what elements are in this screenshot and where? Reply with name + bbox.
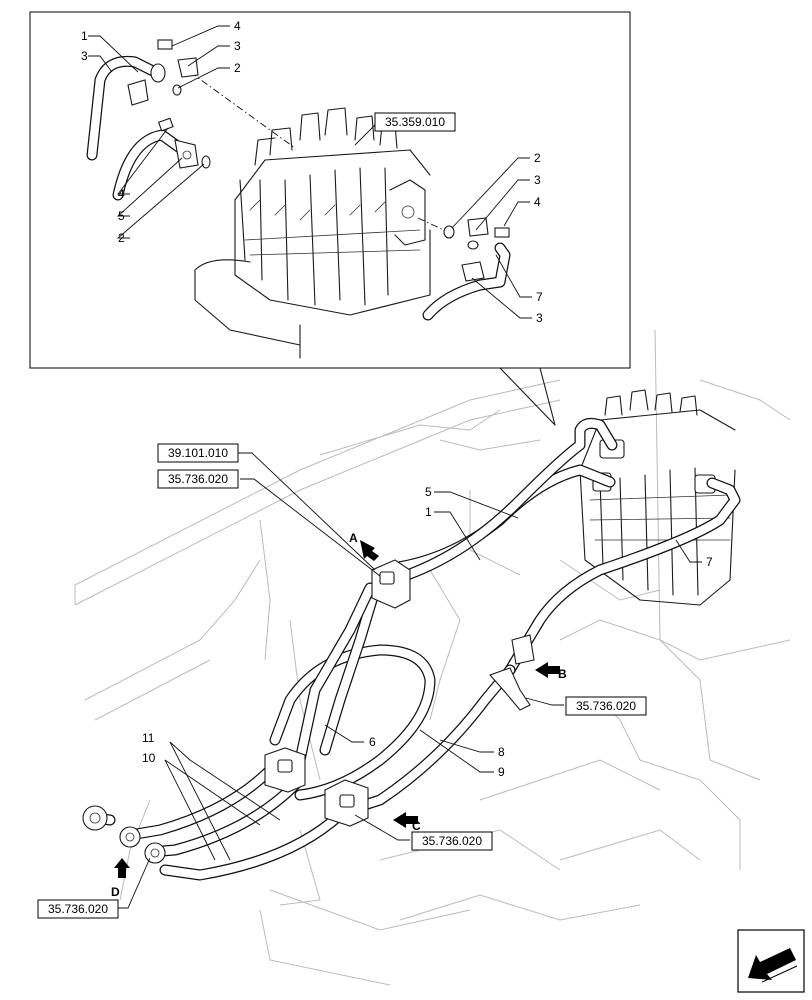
machine-frame-background [74, 329, 791, 986]
main-callout-1: 1 [425, 505, 432, 519]
inset-reference-label: 35.359.010 [385, 115, 445, 129]
inset-callout-2: 2 [234, 61, 241, 75]
view-letter-b: B [558, 667, 567, 681]
inset-callout-4: 4 [534, 195, 541, 209]
reference-box-view-d[interactable] [37, 899, 119, 919]
inset-alignment-line-right [417, 217, 449, 233]
detail-inset: 1 3 4 3 2 4 5 2 2 3 4 7 3 35.359.010 [29, 11, 631, 426]
inset-callout-7: 7 [536, 290, 543, 304]
hose-assemblies [89, 417, 741, 881]
inset-callout-4: 4 [234, 19, 241, 33]
view-arrow-a-icon [360, 540, 379, 561]
view-letter-a: A [349, 531, 358, 545]
inset-callout-1: 1 [81, 29, 88, 43]
inset-callout-2: 2 [118, 231, 125, 245]
view-arrow-c-icon [393, 812, 418, 828]
inset-callout-2: 2 [534, 151, 541, 165]
main-callout-5: 5 [425, 485, 432, 499]
reference-box-view-a[interactable] [157, 469, 239, 489]
view-arrow-d-icon [114, 858, 130, 878]
reference-box-view-b[interactable] [565, 696, 647, 716]
main-callout-6: 6 [369, 735, 376, 749]
reference-label-view-c: 35.736.020 [422, 834, 482, 848]
hose-fittings [82, 559, 535, 864]
reference-label-view-b: 35.736.020 [576, 699, 636, 713]
inset-alignment-line-upper [189, 71, 296, 149]
reference-label-view-d: 35.736.020 [48, 902, 108, 916]
reference-label-39-101-010: 39.101.010 [168, 446, 228, 460]
inset-left-parts [86, 39, 211, 201]
view-letter-d: D [111, 885, 120, 899]
view-arrows [114, 540, 560, 878]
reference-label-view-a: 35.736.020 [168, 472, 228, 486]
main-callout-7: 7 [706, 555, 713, 569]
view-arrow-b-icon [535, 662, 560, 678]
view-letter-c: C [412, 819, 421, 833]
inset-callout-3: 3 [234, 39, 241, 53]
main-callout-11: 11 [142, 731, 155, 745]
inset-callout-3: 3 [536, 311, 543, 325]
reference-box-39-101-010[interactable] [157, 443, 239, 463]
inset-leader-lines [88, 25, 532, 319]
main-callout-8: 8 [498, 745, 505, 759]
main-callout-10: 10 [142, 751, 156, 765]
inset-callout-4: 4 [118, 187, 125, 201]
inset-callout-3: 3 [534, 173, 541, 187]
inset-control-valve [194, 107, 431, 359]
direction-arrow-icon [737, 929, 805, 993]
reference-box-view-c[interactable] [411, 831, 493, 851]
main-callout-9: 9 [498, 765, 505, 779]
inset-callout-5: 5 [118, 209, 125, 223]
main-leader-lines [118, 452, 702, 909]
inset-callout-3: 3 [81, 49, 88, 63]
inset-reference-box[interactable] [374, 112, 456, 132]
